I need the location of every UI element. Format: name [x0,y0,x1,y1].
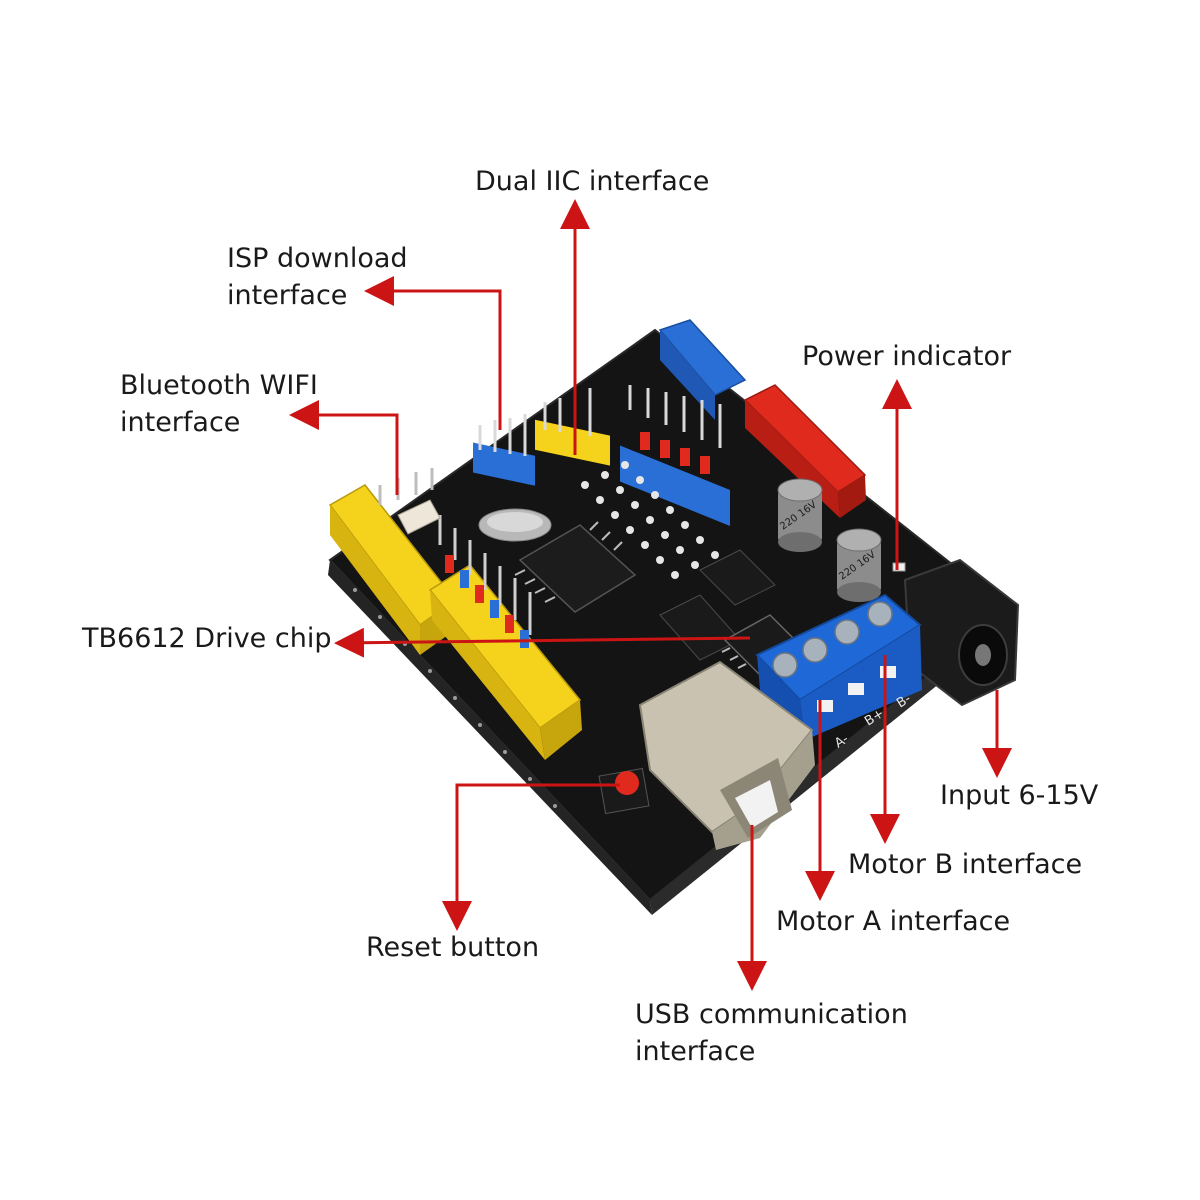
label-reset-text: Reset button [366,932,540,963]
label-tb6612: TB6612 Drive chip [82,620,331,657]
pin-headers-top [473,385,730,526]
label-isp: ISP download interface [227,240,408,314]
label-usb: USB communication interface [635,996,908,1070]
label-input-text: Input 6-15V [940,780,1099,811]
callout-arrows [289,199,1012,991]
label-isp-line2: interface [227,280,348,311]
label-dual-iic-text: Dual IIC interface [475,166,710,197]
label-dual-iic: Dual IIC interface [475,163,709,200]
arrow-isp [364,276,502,430]
label-bluetooth-line1: Bluetooth WIFI [120,370,318,401]
reset-button-part [598,767,650,815]
crystal-oscillator [478,508,552,542]
label-bluetooth-line2: interface [120,407,241,438]
dc-jack [903,558,1020,707]
label-usb-line2: interface [635,1036,756,1067]
pin-headers-left [438,515,532,648]
capacitor-1: 220 16V [777,478,823,552]
arrow-reset [442,783,620,931]
label-motor-b: Motor B interface [848,846,1082,883]
power-led [892,562,906,572]
label-reset: Reset button [366,929,539,966]
label-motor-a-text: Motor A interface [776,906,1011,937]
label-power-text: Power indicator [802,341,1012,372]
label-usb-line1: USB communication [635,999,908,1030]
mcu-chip [514,521,637,613]
label-motor-b-text: Motor B interface [848,849,1083,880]
label-motor-a: Motor A interface [776,903,1010,940]
label-power: Power indicator [802,338,1011,375]
yellow-header-bottom [428,564,582,760]
label-bluetooth: Bluetooth WIFI interface [120,367,318,441]
usb-b-connector [638,660,815,850]
prototype-hole-grid [581,461,719,579]
label-tb6612-text: TB6612 Drive chip [82,623,332,654]
arrow-bluetooth [289,400,399,495]
label-input: Input 6-15V [940,777,1098,814]
label-isp-line1: ISP download [227,243,408,274]
capacitor-2: 220 16V [836,528,882,602]
pcb-board: 220 16V 220 16V [328,319,1020,915]
arrow-tb6612 [334,627,751,658]
blue-header-top [658,319,747,420]
